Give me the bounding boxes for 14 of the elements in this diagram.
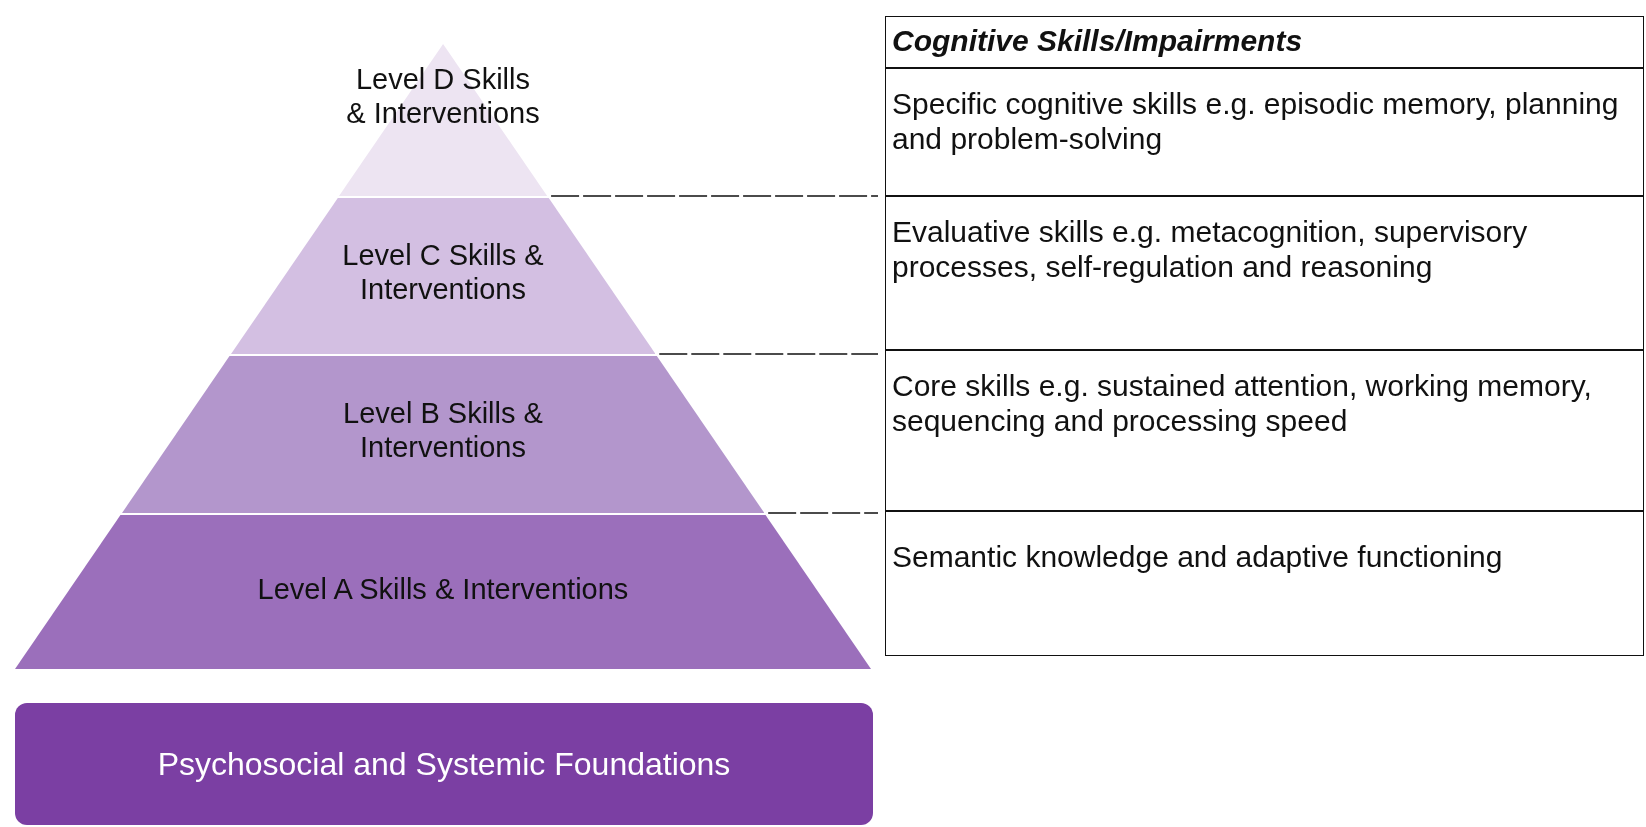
pyramid-level [15,515,871,669]
table-cell: Specific cognitive skills e.g. episodic memory, planning and problem-solving [885,66,1644,197]
table-cell: Semantic knowledge and adaptive functioning [885,509,1644,656]
level-label: Level B Skills & Interventions [342,396,544,464]
level-label: Level D Skills & Interventions [345,62,541,130]
pyramid-level [230,198,656,354]
foundation-bar: Psychosocial and Systemic Foundations [15,703,873,825]
level-label: Level C Skills & Interventions [341,238,545,306]
table-header: Cognitive Skills/Impairments [885,16,1644,69]
level-label: Level A Skills & Interventions [256,572,630,606]
table-cell: Core skills e.g. sustained attention, working memory, sequencing and processing speed [885,348,1644,512]
pyramid-level [338,44,548,196]
pyramid-level [121,356,765,513]
table-cell: Evaluative skills e.g. metacognition, supervisory processes, self-regulation and reasoning [885,194,1644,351]
